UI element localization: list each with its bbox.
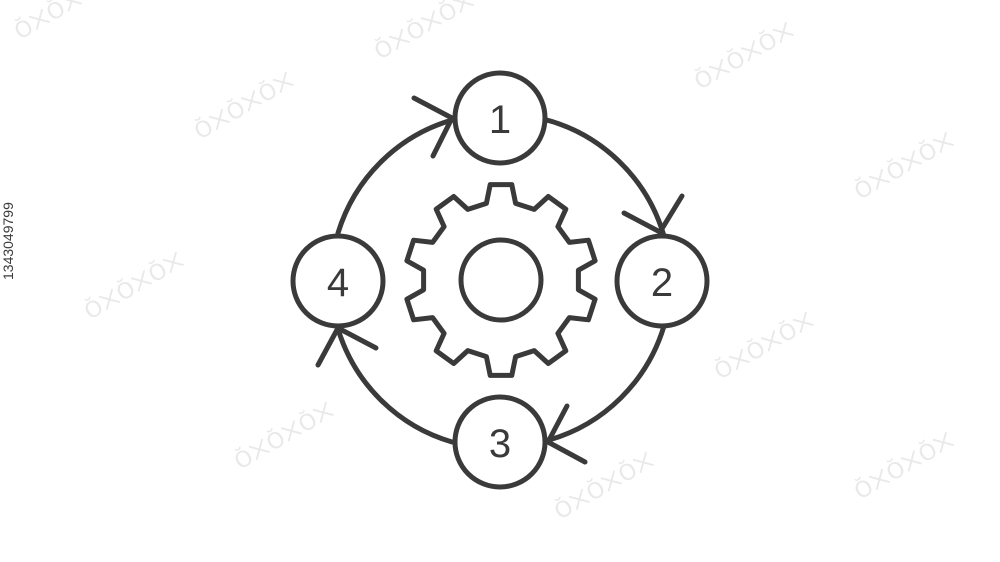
svg-text:Ŏ⨉Ŏ⨉Ŏ⨉: Ŏ⨉Ŏ⨉Ŏ⨉: [690, 17, 799, 95]
svg-text:Ŏ⨉Ŏ⨉Ŏ⨉: Ŏ⨉Ŏ⨉Ŏ⨉: [190, 67, 299, 145]
svg-text:Ŏ⨉Ŏ⨉Ŏ⨉: Ŏ⨉Ŏ⨉Ŏ⨉: [550, 447, 659, 525]
step-node-4: 4: [290, 233, 386, 329]
step-label-4: 4: [327, 261, 349, 305]
arc-2-to-3: [546, 323, 667, 443]
svg-text:Ŏ⨉Ŏ⨉Ŏ⨉: Ŏ⨉Ŏ⨉Ŏ⨉: [80, 247, 189, 325]
svg-text:Ŏ⨉Ŏ⨉Ŏ⨉: Ŏ⨉Ŏ⨉Ŏ⨉: [850, 427, 959, 505]
arrowhead-into-3: [545, 403, 588, 465]
step-node-3: 3: [452, 394, 548, 490]
svg-text:Ŏ⨉Ŏ⨉Ŏ⨉: Ŏ⨉Ŏ⨉Ŏ⨉: [710, 307, 819, 385]
step-label-1: 1: [489, 98, 511, 142]
cycle-arrows: [315, 95, 685, 465]
arc-3-to-4: [335, 326, 455, 445]
svg-text:Ŏ⨉Ŏ⨉Ŏ⨉: Ŏ⨉Ŏ⨉Ŏ⨉: [10, 0, 119, 45]
step-node-1: 1: [452, 70, 548, 166]
svg-text:Ŏ⨉Ŏ⨉Ŏ⨉: Ŏ⨉Ŏ⨉Ŏ⨉: [230, 397, 339, 475]
stock-image-id: 1343049799: [0, 202, 16, 280]
step-label-3: 3: [489, 422, 511, 466]
arrowhead-into-1: [411, 95, 455, 159]
svg-text:Ŏ⨉Ŏ⨉Ŏ⨉: Ŏ⨉Ŏ⨉Ŏ⨉: [370, 0, 479, 65]
arrowhead-into-2: [621, 193, 685, 235]
svg-text:Ŏ⨉Ŏ⨉Ŏ⨉: Ŏ⨉Ŏ⨉Ŏ⨉: [850, 127, 959, 205]
step-label-2: 2: [651, 261, 673, 305]
step-node-2: 2: [614, 233, 710, 329]
gear-icon: [404, 182, 598, 378]
arc-1-to-2: [540, 116, 667, 239]
arc-4-to-1: [335, 117, 455, 236]
